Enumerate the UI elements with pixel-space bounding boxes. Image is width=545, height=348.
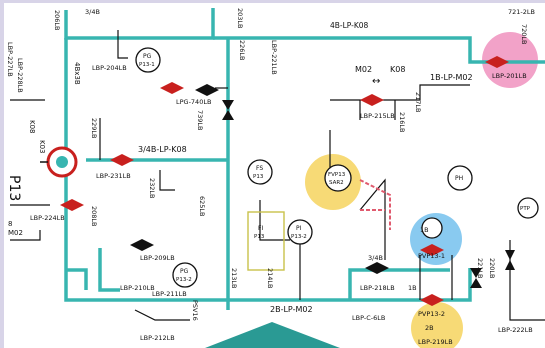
label-mid-left: 3/4B-LP-K08 [138, 145, 187, 154]
inst-pg-low-tag: P13-2 [176, 277, 192, 283]
label-size-8: 8 [8, 220, 12, 228]
valve-216: 216LB [398, 112, 406, 133]
label-pump-p13: P13 [6, 175, 22, 201]
valve-psv: PSV16 [191, 300, 199, 321]
label-left-k08: K08 [28, 120, 36, 134]
valve-625: 625LB [198, 196, 206, 217]
highlight-pink-201 [482, 32, 538, 88]
hatched-line [359, 179, 391, 230]
pump-p13 [40, 146, 78, 178]
static-labels: 4B-LP-K08 1B-LP-M02 3/4B-LP-K08 2B-LP-M0… [6, 8, 535, 346]
valve-204: LBP-204LB [92, 64, 127, 72]
valve-720: 720LB [520, 24, 528, 45]
inst-fs: FS [256, 165, 263, 172]
valve-217: 217LB [414, 92, 422, 113]
valve-215: LBP-215LB [360, 112, 395, 120]
valve-201: LBP-201LB [492, 72, 527, 80]
inst-fi: FI [258, 225, 263, 232]
valve-214: 214LB [266, 268, 274, 289]
valve-212: LBP-212LB [140, 334, 175, 342]
highlight-yellow-pvp2 [411, 302, 463, 348]
label-left-size-top: 3/4B [85, 8, 100, 16]
valve-221b: 221LB [476, 258, 484, 279]
valve-209: LBP-209LB [140, 254, 175, 262]
inst-pvp2: PVP13-2 [418, 310, 445, 318]
valve-210: LBP-210LB [120, 284, 155, 292]
inst-pg-low: PG [180, 268, 189, 275]
label-arrow: ↔ [372, 76, 380, 87]
inst-pg-top: PG [143, 53, 152, 60]
valve-229: 229LB [90, 118, 98, 139]
inst-pi: PI [296, 225, 302, 232]
valve-206: 206LB [53, 10, 61, 31]
valve-211: LBP-211LB [152, 290, 187, 298]
valve-740: LPG-740LB [176, 98, 211, 106]
red-valves [60, 56, 509, 306]
inst-fi-tag: P13 [254, 234, 265, 240]
valve-226: 226LB [238, 40, 246, 61]
valve-228: LBP-228LB [16, 58, 24, 93]
valve-227: LBP-227LB [6, 42, 14, 77]
label-m02-top: M02 [355, 65, 372, 74]
pvp-valves [420, 244, 444, 256]
valve-222: LBP-222LB [498, 326, 533, 334]
inst-fs-tag: P13 [253, 174, 264, 180]
bottom-banner [205, 322, 340, 348]
inst-pi-tag: P13-2 [291, 234, 307, 240]
valve-size-1b: 1B [408, 284, 417, 292]
valve-203: 203LB [236, 8, 244, 29]
label-k08-top: K08 [390, 65, 405, 74]
control-box [247, 211, 285, 271]
label-bottom-main: 2B-LP-M02 [270, 305, 313, 314]
inst-ph: PH [455, 175, 463, 182]
valve-232: 232LB [148, 178, 156, 199]
valve-231: LBP-231LB [96, 172, 131, 180]
valve-size-2b: 2B [425, 324, 434, 332]
valve-213: 213LB [230, 268, 238, 289]
label-left-k03: K03 [38, 140, 46, 154]
valve-c6: LBP-C-6LB [352, 314, 385, 322]
inst-pvp-size: 1B [420, 226, 429, 234]
valve-219: LBP-219LB [418, 338, 453, 346]
label-top-line: 4B-LP-K08 [330, 21, 369, 30]
valve-size-34: 3/4B [368, 254, 383, 262]
valve-221: LBP-221LB [270, 40, 278, 75]
label-main-upper-right: 1B-LP-M02 [430, 73, 473, 82]
valve-224: LBP-224LB [30, 214, 65, 222]
instrument-bubbles [135, 47, 539, 288]
inst-pg-top-tag: P13-1 [139, 62, 155, 68]
label-left-vertical: 4Bx3B [73, 62, 81, 85]
valve-739: 739LB [196, 110, 204, 131]
valve-208: 208LB [90, 206, 98, 227]
inst-pvp1: PVP13-1 [418, 252, 445, 260]
inst-fvp-sub: SAR2 [329, 180, 344, 186]
valve-721: 721-2LB [508, 8, 535, 16]
valve-220: 220LB [488, 258, 496, 279]
inst-ptp: PTP [520, 206, 531, 212]
valve-218: LBP-218LB [360, 284, 395, 292]
inst-fvp: FVP13 [328, 172, 346, 178]
label-left-m02: M02 [8, 229, 23, 237]
black-valves [130, 84, 515, 288]
